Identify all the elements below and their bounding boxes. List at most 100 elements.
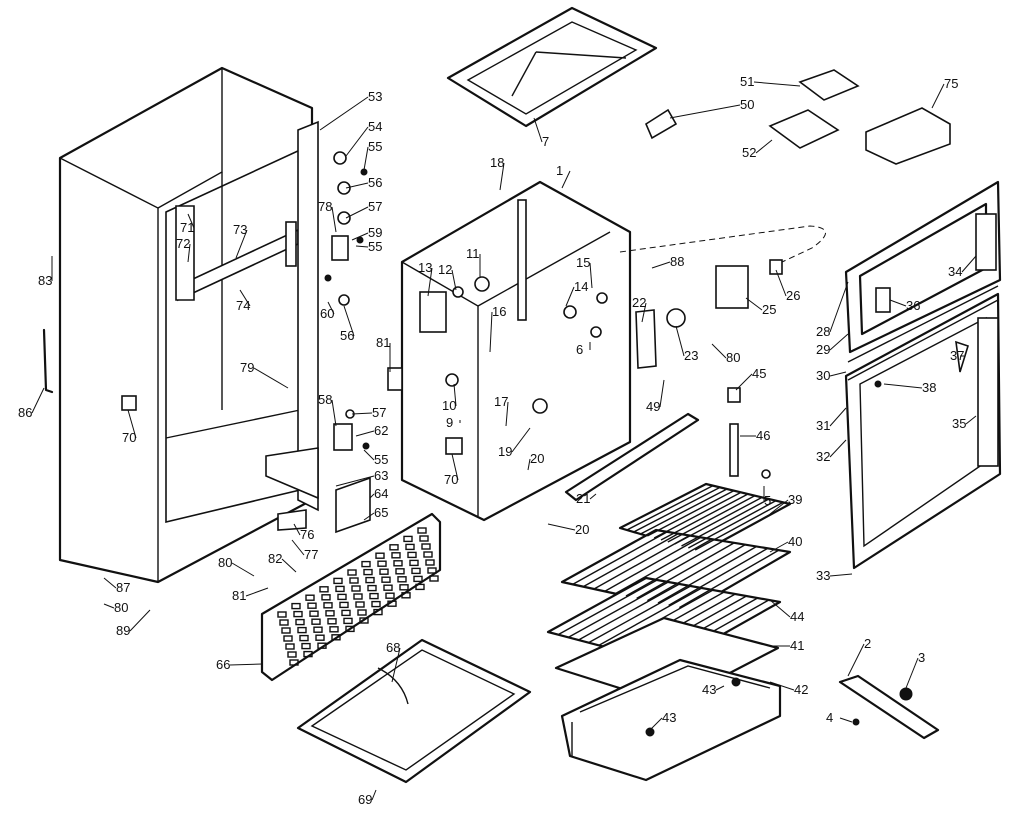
- grille-hole: [385, 592, 395, 599]
- callout-label: 17: [494, 394, 508, 409]
- callout-leader-line: [103, 603, 115, 609]
- shelf-wire: [688, 500, 777, 549]
- grille-hole: [379, 568, 389, 575]
- grille-hole: [315, 634, 325, 641]
- callout-leader-line: [363, 449, 375, 461]
- callout-leader-line: [769, 499, 789, 515]
- grille-hole: [365, 576, 375, 584]
- callout-label: 74: [236, 298, 250, 313]
- callout-label: 5: [764, 493, 771, 508]
- grille-hole: [301, 642, 311, 650]
- callout-leader-line: [839, 717, 853, 723]
- grille-hole: [381, 576, 391, 583]
- ice-trays: [644, 69, 951, 165]
- callout-leader-line: [363, 146, 369, 171]
- grille-hole: [303, 650, 313, 658]
- callout-leader-line: [589, 262, 593, 289]
- callout-leader-line: [253, 367, 289, 389]
- callout-leader-line: [499, 162, 505, 191]
- callout-label: 37: [950, 348, 964, 363]
- grille-hole: [411, 567, 421, 575]
- grille-hole: [355, 601, 365, 608]
- callout-leader-line: [343, 305, 355, 337]
- shelf-wire: [646, 544, 746, 602]
- grille-hole: [357, 609, 367, 616]
- shelf-wire: [593, 534, 690, 590]
- callout-label: 72: [176, 236, 190, 251]
- grille-hole: [417, 527, 427, 534]
- grille-hole: [349, 577, 359, 584]
- shelf-wire: [625, 540, 724, 597]
- callout-leader-line: [649, 717, 663, 731]
- callout-leader-line: [291, 539, 305, 556]
- callout-label: 21: [576, 491, 590, 506]
- grille-hole: [369, 592, 379, 600]
- callout-label: 46: [756, 428, 770, 443]
- callout-label: 22: [632, 295, 646, 310]
- callout-leader-line: [331, 399, 337, 427]
- shelf-wire: [604, 536, 702, 592]
- callout-leader-line: [829, 573, 853, 577]
- grille-hole: [333, 577, 343, 585]
- callout-leader-line: [547, 523, 576, 531]
- leveler-rail: [838, 674, 940, 740]
- callout-leader-line: [351, 412, 373, 415]
- callout-leader-line: [755, 139, 773, 154]
- callout-leader-line: [391, 647, 401, 683]
- callout-label: 76: [300, 527, 314, 542]
- callout-leader-line: [735, 373, 753, 391]
- callout-label: 57: [368, 199, 382, 214]
- front-rail: [564, 412, 700, 502]
- grille-hole: [335, 585, 345, 593]
- callout-label: 56: [340, 328, 354, 343]
- callout-label: 26: [786, 288, 800, 303]
- grille-hole: [295, 618, 305, 626]
- grille-hole: [293, 610, 303, 618]
- grille-hole: [401, 592, 411, 599]
- callout-leader-line: [103, 577, 117, 589]
- callout-leader-line: [31, 387, 45, 414]
- shelf-wire: [578, 583, 680, 641]
- callout-label: 54: [368, 119, 382, 134]
- drain-pan: [296, 638, 532, 784]
- callout-label: 40: [788, 534, 802, 549]
- grille-hole: [321, 594, 331, 601]
- callout-leader-line: [905, 657, 919, 689]
- callout-label: 70: [122, 430, 136, 445]
- callout-label: 33: [816, 568, 830, 583]
- callout-label: 28: [816, 324, 830, 339]
- shelf-wire: [678, 549, 780, 609]
- callout-leader-line: [451, 453, 459, 481]
- grille-hole: [337, 593, 347, 601]
- callout-leader-line: [847, 643, 865, 677]
- grille-hole: [361, 560, 371, 568]
- shelf-wire: [660, 493, 749, 541]
- callout-leader-line: [659, 379, 665, 408]
- callout-label: 80: [726, 350, 740, 365]
- grille-hole: [371, 600, 381, 608]
- callout-label: 19: [498, 444, 512, 459]
- callout-label: 7: [542, 134, 549, 149]
- callout-leader-line: [187, 243, 191, 263]
- grille-hole: [351, 585, 361, 592]
- callout-leader-line: [229, 663, 263, 666]
- callout-leader-line: [829, 371, 847, 377]
- callout-leader-line: [961, 255, 977, 273]
- grille-hole: [421, 543, 431, 550]
- grille-hole: [291, 602, 301, 610]
- shelf-wire: [653, 491, 742, 539]
- callout-label: 81: [232, 588, 246, 603]
- grille-hole: [409, 559, 419, 567]
- callout-leader-line: [351, 232, 369, 241]
- callout-label: 43: [662, 710, 676, 725]
- grille-hole: [285, 643, 295, 650]
- grille-panel: [260, 512, 442, 682]
- grille-hole: [345, 625, 355, 633]
- shelf-wire: [640, 488, 728, 535]
- grille-hole: [347, 569, 357, 576]
- shelf-wire: [572, 531, 668, 585]
- callout-leader-line: [527, 458, 531, 471]
- thermostat: [727, 387, 771, 479]
- shelf-wire: [636, 542, 735, 599]
